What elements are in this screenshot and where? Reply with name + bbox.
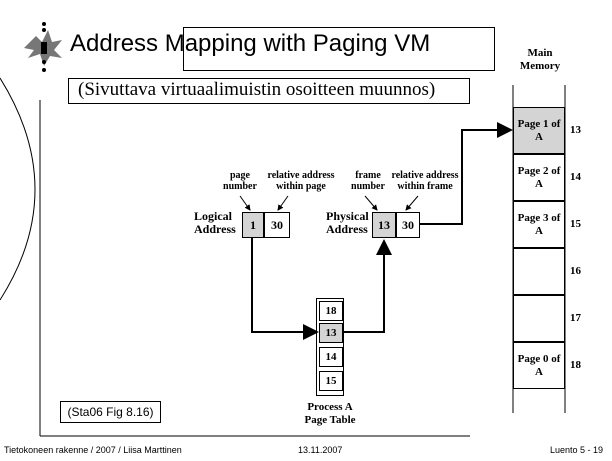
logo-icon (24, 22, 62, 72)
memory-frame (513, 295, 565, 342)
slide-title: Address Mapping with Paging VM (70, 30, 431, 57)
footer-slide-number: Luento 5 - 19 (550, 445, 604, 455)
physical-frame-cell: 13 (372, 212, 396, 238)
memory-frame: Page 1 of A (513, 107, 565, 154)
page-table-label: Process A Page Table (304, 401, 356, 426)
slide-subtitle: (Sivuttava virtuaalimuistin osoitteen mu… (78, 79, 436, 100)
frame-number: 17 (570, 312, 581, 324)
page-table-outline (316, 298, 344, 396)
memory-frame: Page 2 of A (513, 154, 565, 201)
page-table-entry: 18 (319, 301, 343, 321)
logical-address-label: Logical Address (194, 209, 236, 236)
memory-frame (513, 248, 565, 295)
relative-address-page-label: relative address within page (267, 170, 335, 192)
page-number-label: page number (223, 170, 257, 192)
main-memory-label: Main Memory (519, 47, 561, 72)
physical-address-label: Physical Address (326, 209, 369, 236)
physical-offset-cell: 30 (396, 212, 420, 238)
frame-number: 18 (570, 359, 581, 371)
memory-frame: Page 0 of A (513, 342, 565, 389)
frame-number: 13 (570, 124, 581, 136)
footer-date: 13.11.2007 (298, 445, 343, 455)
subtitle-box (68, 78, 470, 104)
logical-page-cell: 1 (242, 212, 264, 238)
relative-address-frame-label: relative address within frame (391, 170, 459, 192)
frame-number: 15 (570, 218, 581, 230)
logical-offset-cell: 30 (264, 212, 290, 238)
figure-reference: (Sta06 Fig 8.16) (60, 401, 161, 423)
title-box (183, 27, 495, 71)
frame-number: 16 (570, 265, 581, 277)
page-table-entry: 14 (319, 347, 343, 367)
page-table-entry: 15 (319, 371, 343, 391)
footer-course: Tietokoneen rakenne / 2007 / Liisa Martt… (4, 445, 182, 455)
frame-number: 14 (570, 171, 581, 183)
frame-number-label: frame number (351, 170, 385, 192)
memory-frame: Page 3 of A (513, 201, 565, 248)
page-table-entry: 13 (319, 323, 343, 343)
